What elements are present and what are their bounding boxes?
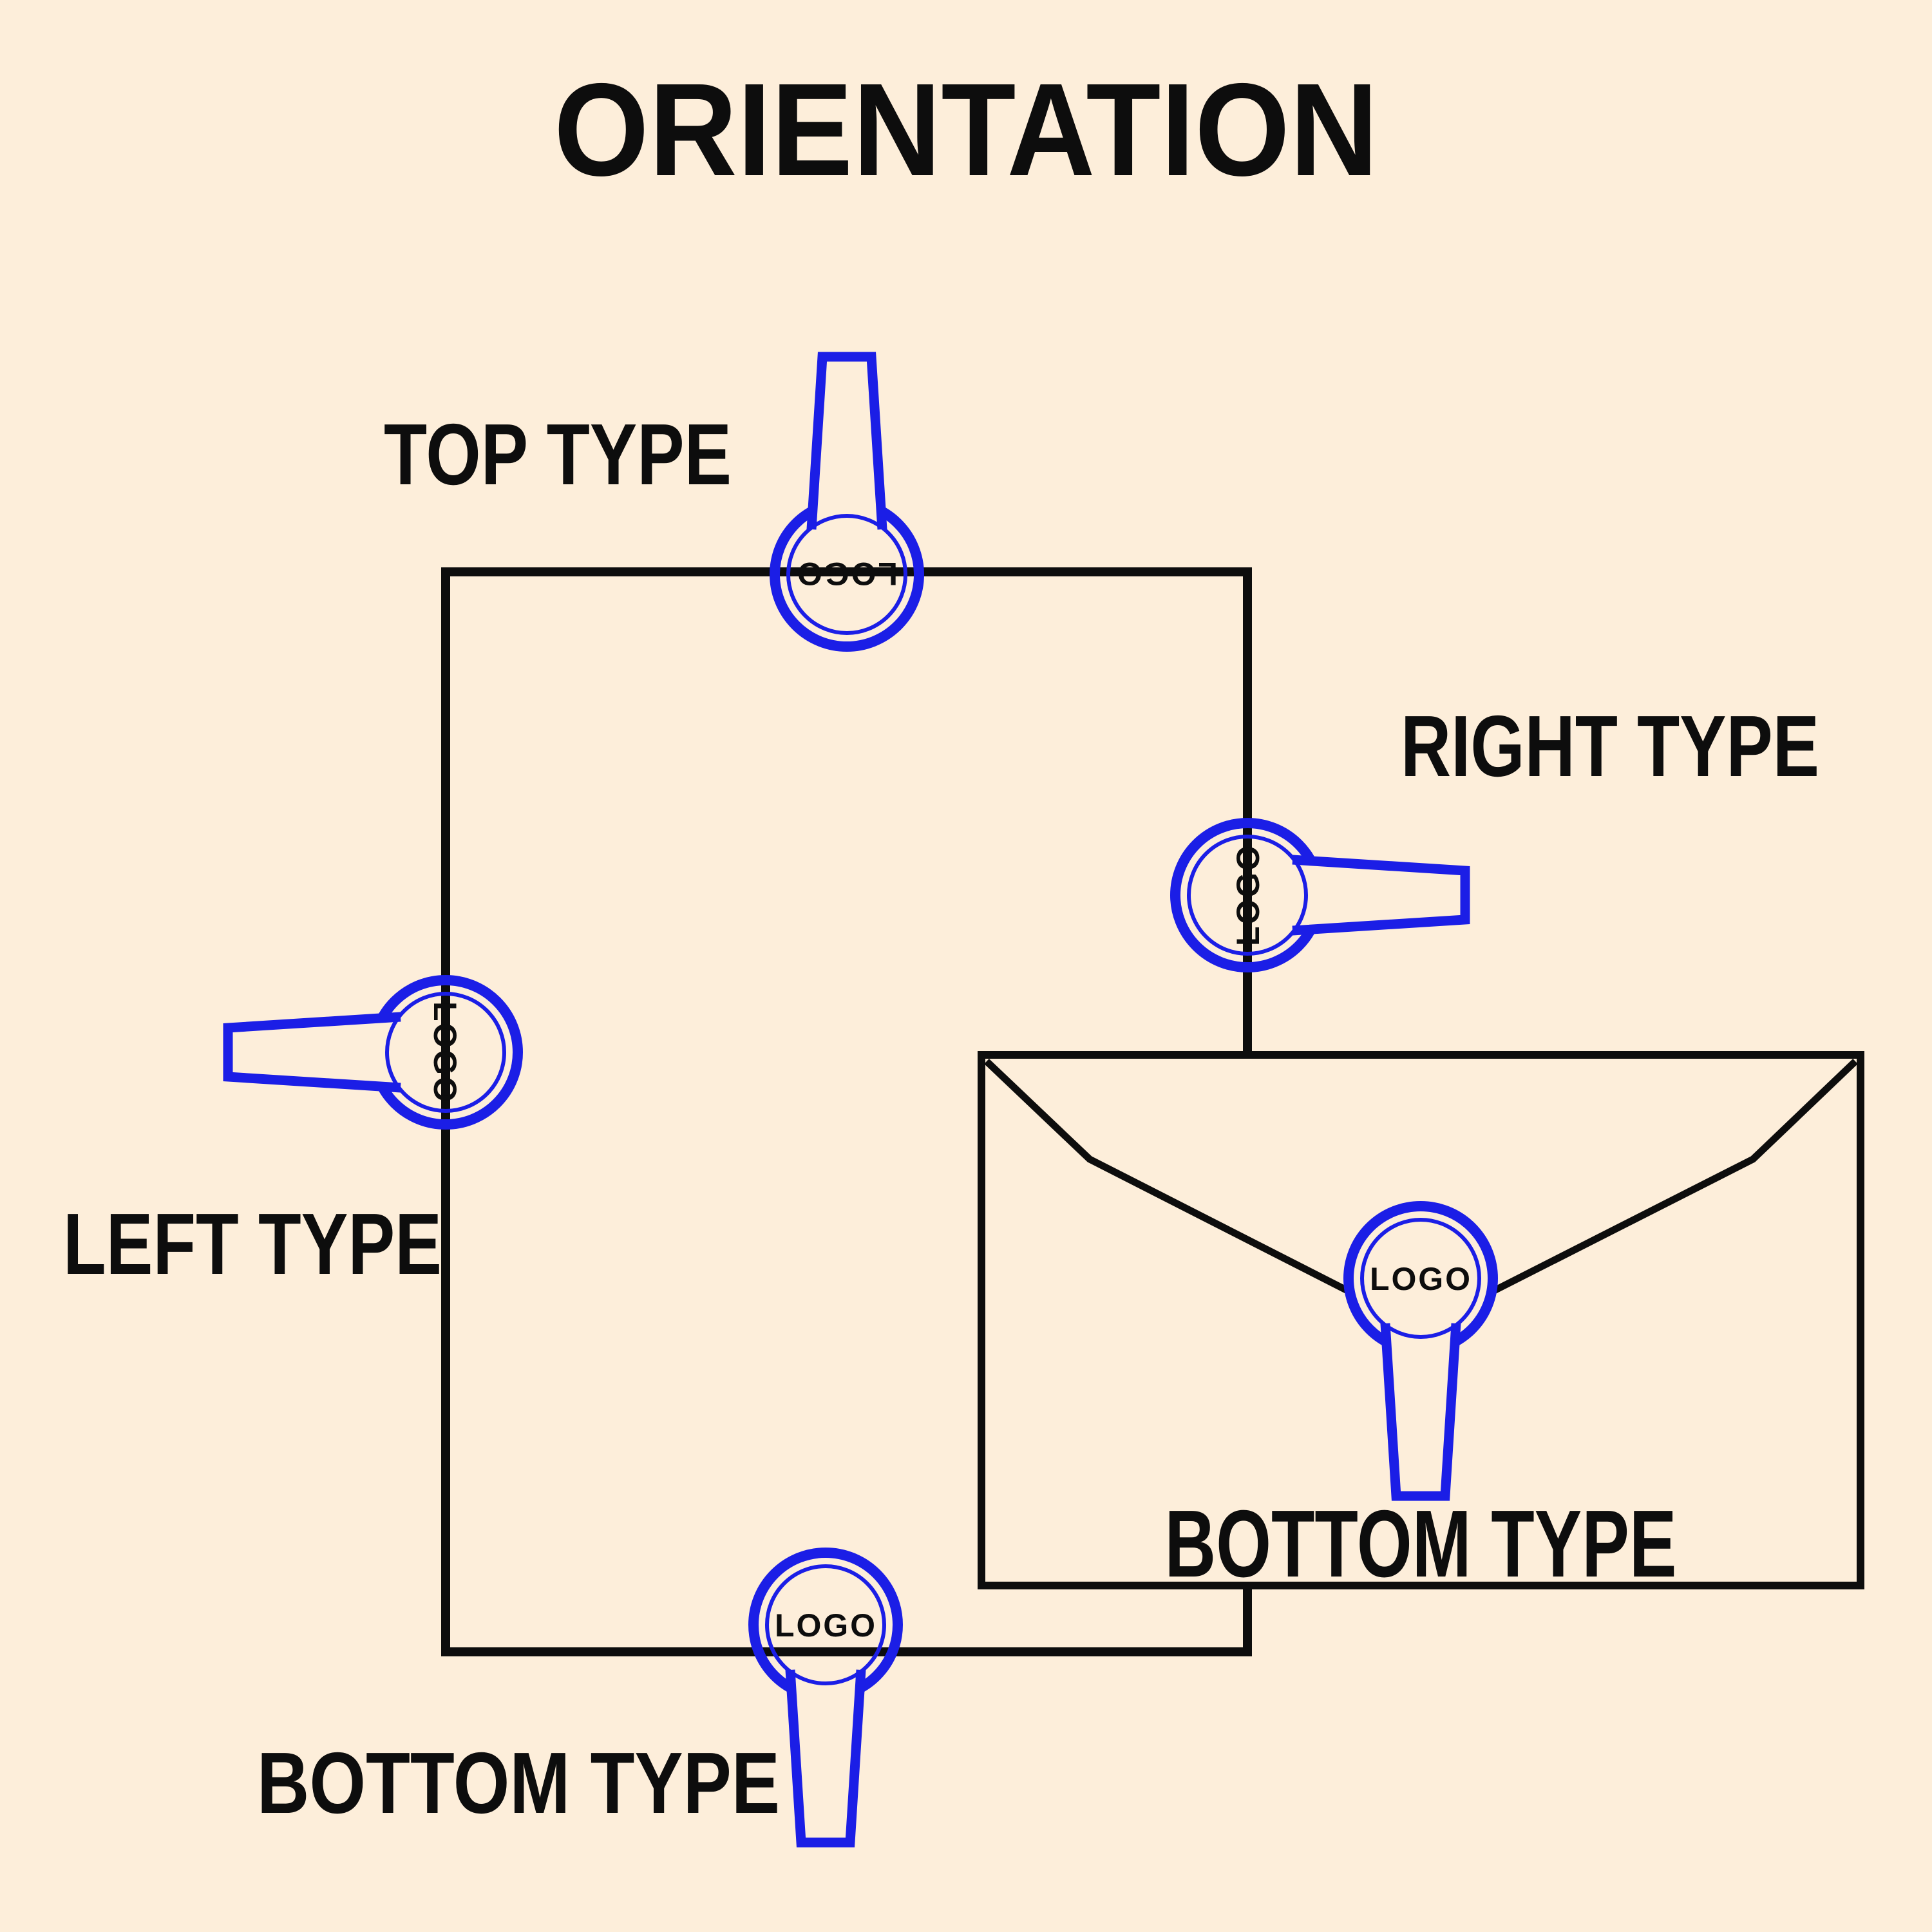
stamp-envelope-logo-text: LOGO: [1370, 1261, 1472, 1297]
stamp-top-inner-ring-icon: [786, 514, 907, 635]
label-right-type: RIGHT TYPE: [1401, 697, 1819, 795]
stamp-left-inner-ring-icon: [385, 992, 506, 1113]
label-left-type: LEFT TYPE: [63, 1195, 442, 1293]
stamp-right-handle-fill: [1293, 860, 1465, 931]
stamp-bottom: LOGO: [748, 1548, 903, 1848]
stamp-right-inner-ring-icon: [1187, 835, 1308, 956]
stamp-bottom-handle-fill: [790, 1670, 861, 1842]
stamp-right: LOGO: [1170, 818, 1470, 972]
stamp-left-handle-fill: [228, 1017, 401, 1088]
stamp-top-handle-fill: [811, 357, 882, 529]
stamp-left-logo-text: LOGO: [427, 1001, 463, 1103]
stamp-top: LOGO: [770, 352, 924, 652]
stamp-envelope: LOGO: [1343, 1201, 1498, 1501]
stamp-bottom-inner-ring-icon: [765, 1564, 886, 1685]
stamp-bottom-handle-icon: [785, 1669, 866, 1848]
label-envelope-bottom-type: BOTTOM TYPE: [1165, 1491, 1677, 1597]
page-title: ORIENTATION: [554, 56, 1378, 204]
stamp-top-handle-icon: [806, 352, 887, 530]
stamp-right-logo-text: LOGO: [1230, 844, 1266, 946]
stamp-bottom-logo-text: LOGO: [775, 1607, 876, 1643]
stamp-envelope-handle-fill: [1385, 1323, 1456, 1496]
stamp-envelope-handle-icon: [1380, 1323, 1461, 1501]
envelope-flap-left-line: [984, 1059, 1423, 1331]
stamp-left: LOGO: [223, 975, 523, 1130]
stamp-envelope-inner-ring-icon: [1360, 1218, 1481, 1339]
stamp-right-handle-icon: [1292, 855, 1470, 936]
label-top-type: TOP TYPE: [384, 406, 732, 503]
envelope-flap-right-line: [1419, 1059, 1858, 1331]
stamp-top-logo-text: LOGO: [796, 556, 898, 592]
label-bottom-type: BOTTOM TYPE: [257, 1734, 780, 1832]
stamp-left-handle-icon: [223, 1012, 401, 1093]
